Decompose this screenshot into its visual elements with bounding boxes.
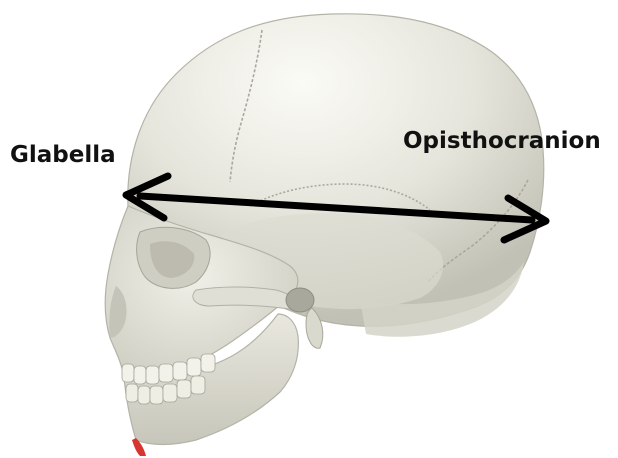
auditory-meatus (286, 288, 314, 312)
opisthocranion-label: Opisthocranion (403, 130, 601, 153)
glabella-label: Glabella (10, 144, 116, 167)
